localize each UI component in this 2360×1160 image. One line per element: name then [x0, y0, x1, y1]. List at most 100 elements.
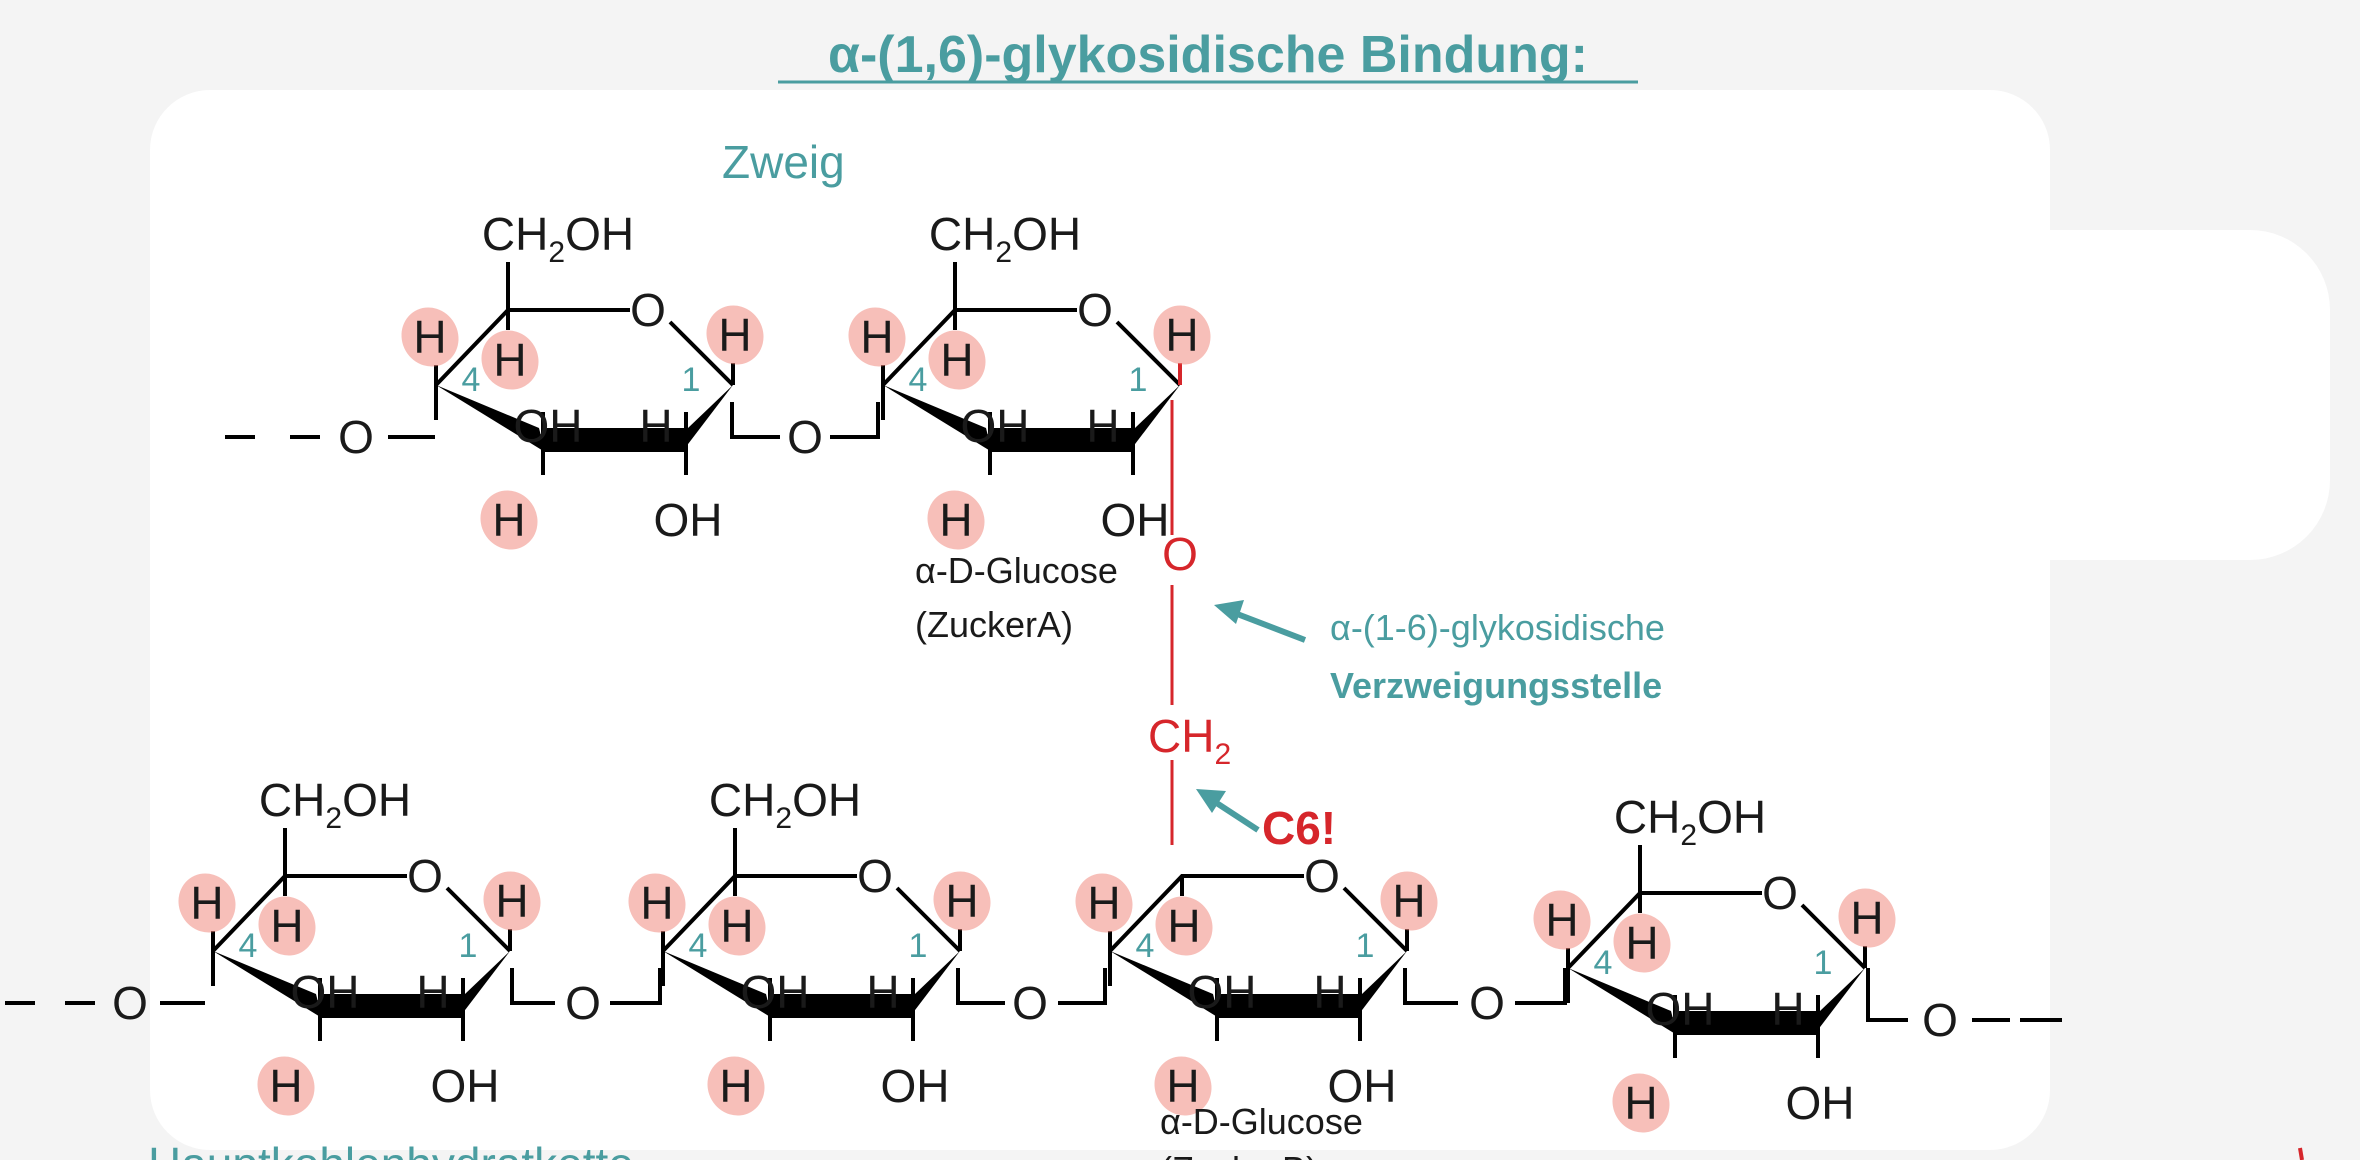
- c5-h: H: [493, 334, 526, 386]
- ring-front-wedge-left: [663, 951, 772, 1018]
- c2-oh: OH: [654, 494, 723, 546]
- ring-number-c4: 4: [909, 361, 928, 399]
- c1-h: H: [1392, 875, 1425, 927]
- ring-front-wedge-right: [909, 951, 960, 1018]
- branch-chain-bonds: [225, 402, 880, 439]
- ring-front-wedge-right: [1129, 385, 1180, 452]
- ring-oxygen: O: [857, 850, 893, 902]
- c2-oh: OH: [1786, 1077, 1855, 1129]
- c4-h: H: [413, 311, 446, 363]
- ring-number-c1: 1: [682, 361, 701, 399]
- c2-oh: OH: [881, 1060, 950, 1112]
- c6-callout-label: C6!: [1262, 802, 1336, 854]
- c5-h: H: [1625, 917, 1658, 969]
- h-highlight: [1075, 873, 1133, 933]
- ring-number-c1: 1: [1814, 944, 1833, 982]
- c2-h: H: [1771, 983, 1804, 1035]
- sugar-a-id: (ZuckerA): [915, 604, 1073, 645]
- ring-oxygen: O: [1762, 867, 1798, 919]
- ch2oh-group: CH2OH: [259, 774, 411, 835]
- h-highlight: [1612, 1073, 1670, 1133]
- c2-h: H: [866, 966, 899, 1018]
- h-highlight: [1838, 888, 1896, 948]
- c4-h: H: [860, 311, 893, 363]
- ring-front-wedge-left: [436, 385, 545, 452]
- ring-number-c4: 4: [462, 361, 481, 399]
- h-highlight: [933, 871, 991, 931]
- ring-number-c1: 1: [1129, 361, 1148, 399]
- ring-front-bond: [770, 994, 913, 1018]
- ring-number-c1: 1: [909, 927, 928, 965]
- c3-oh: OH: [1646, 983, 1715, 1035]
- ring-oxygen: O: [1077, 284, 1113, 336]
- ring-number-c1: 1: [459, 927, 478, 965]
- branch-glycosidic-oxygen: O: [787, 411, 823, 463]
- alpha-1-6-link: O CH2: [1148, 400, 1231, 845]
- c3-h: H: [1624, 1077, 1657, 1129]
- h-highlight: [1613, 913, 1671, 973]
- ring-front-wedge-right: [682, 385, 733, 452]
- main-glycosidic-oxygen-2: O: [1012, 977, 1048, 1029]
- c3-oh: OH: [741, 966, 810, 1018]
- c5-h: H: [720, 900, 753, 952]
- c4-h: H: [1087, 877, 1120, 929]
- c1-h: H: [945, 875, 978, 927]
- ring-front-wedge-left: [1110, 951, 1219, 1018]
- c3-h: H: [492, 494, 525, 546]
- ring-front-wedge-left: [883, 385, 992, 452]
- c3-oh: OH: [1188, 966, 1257, 1018]
- ring-front-wedge-right: [459, 951, 510, 1018]
- ring-front-bond: [990, 428, 1133, 452]
- c4-h: H: [640, 877, 673, 929]
- c6-callout: C6!: [1196, 789, 1336, 854]
- ring-oxygen: O: [1304, 850, 1340, 902]
- c2-h: H: [1086, 400, 1119, 452]
- c2-oh: OH: [431, 1060, 500, 1112]
- h-highlight: [706, 305, 764, 365]
- ring-number-c4: 4: [689, 927, 708, 965]
- main-end-oxygen: O: [1922, 994, 1958, 1046]
- c2-oh: OH: [1101, 494, 1170, 546]
- ring-front-wedge-right: [1814, 968, 1865, 1035]
- page-title: α-(1,6)-glykosidische Bindung:: [828, 26, 1588, 84]
- h-highlight: [401, 307, 459, 367]
- c5-h: H: [940, 334, 973, 386]
- c3-oh: OH: [514, 400, 583, 452]
- h-highlight: [928, 330, 986, 390]
- main-glycosidic-oxygen-1: O: [565, 977, 601, 1029]
- branch-point-label-line1: α-(1-6)-glykosidische: [1330, 607, 1665, 648]
- h-highlight: [1380, 871, 1438, 931]
- branch-point-annotation: α-(1-6)-glykosidische Verzweigungsstelle: [1214, 600, 1665, 706]
- c3-h: H: [1166, 1060, 1199, 1112]
- ring-front-bond: [1675, 1011, 1818, 1035]
- branch-label: Zweig: [722, 136, 845, 188]
- h-highlight: [178, 873, 236, 933]
- ring-number-c4: 4: [1136, 927, 1155, 965]
- h-highlight: [1533, 890, 1591, 950]
- ring-o-c1-bond: [1115, 320, 1182, 387]
- c4-h: H: [190, 877, 223, 929]
- c6-ch2-group: CH2: [1148, 710, 1231, 771]
- ring-number-c1: 1: [1356, 927, 1375, 965]
- c1-h: H: [495, 875, 528, 927]
- ring-o-c1-bond: [668, 320, 735, 387]
- h-highlight: [1155, 896, 1213, 956]
- ch2oh-group: CH2OH: [929, 208, 1081, 269]
- c2-oh: OH: [1328, 1060, 1397, 1112]
- main-start-oxygen: O: [112, 977, 148, 1029]
- c5-h: H: [1167, 900, 1200, 952]
- h-highlight: [257, 1056, 315, 1116]
- ring-oxygen: O: [630, 284, 666, 336]
- h-highlight: [1153, 305, 1211, 365]
- ring-oxygen: O: [407, 850, 443, 902]
- sugar-b-name: α-D-Glucose: [1160, 1101, 1363, 1142]
- c1-h: H: [718, 309, 751, 361]
- h-highlight: [628, 873, 686, 933]
- ring-o-c1-bond: [445, 886, 512, 953]
- link-oxygen: O: [1162, 528, 1198, 580]
- ring-o-c1-bond: [895, 886, 962, 953]
